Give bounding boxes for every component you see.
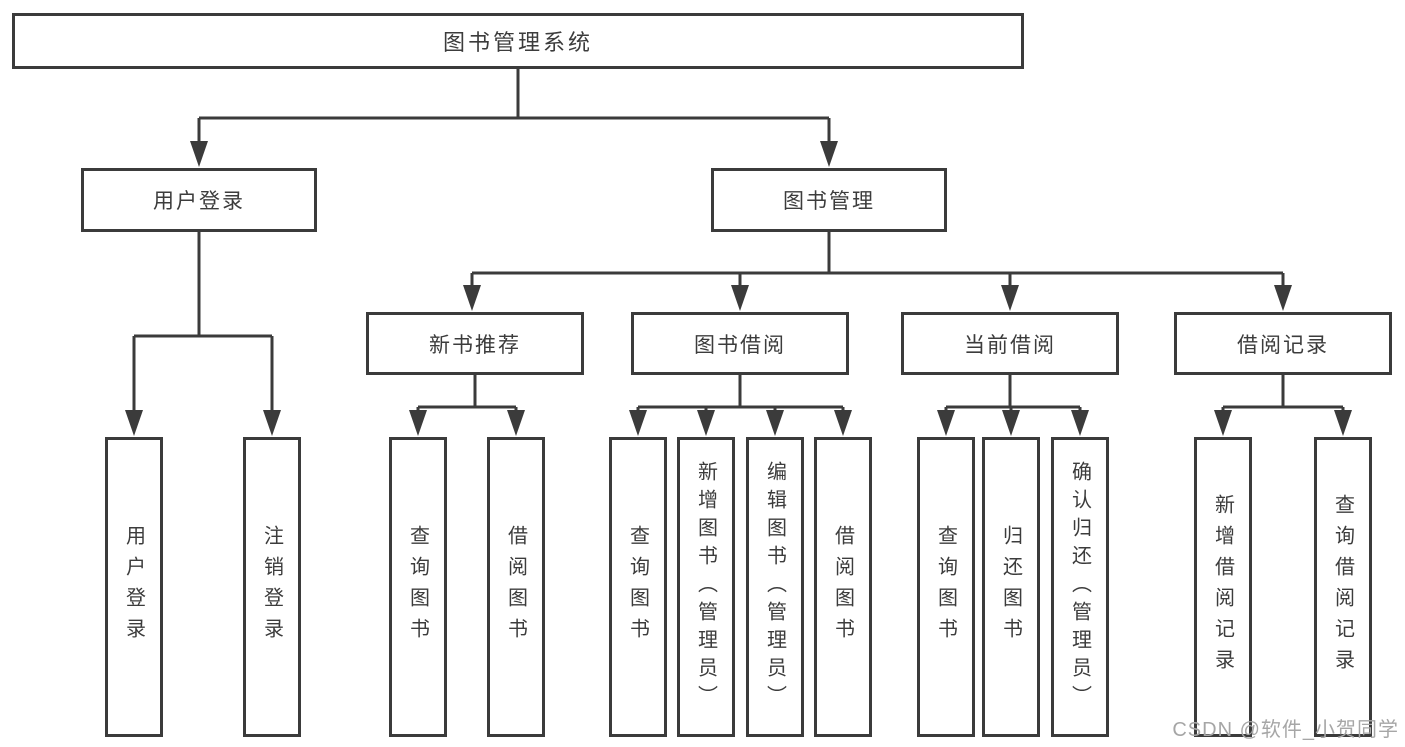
leaf-label: 归还图书: [999, 525, 1022, 649]
leaf-label: 编辑图书（管理员）: [763, 461, 786, 713]
node-new-book-recommend: 新书推荐: [366, 312, 584, 375]
node-label: 图书管理: [783, 190, 875, 213]
node-current-borrow: 当前借阅: [901, 312, 1119, 375]
leaf-add-book-admin: 新增图书（管理员）: [677, 437, 735, 737]
leaf-label: 注销登录: [260, 525, 283, 649]
leaf-label: 借阅图书: [831, 525, 854, 649]
node-book-management: 图书管理: [711, 168, 947, 232]
leaf-query-book-current: 查询图书: [917, 437, 975, 737]
leaf-label: 确认归还（管理员）: [1068, 461, 1091, 713]
node-system-root: 图书管理系统: [12, 13, 1024, 69]
leaf-edit-book-admin: 编辑图书（管理员）: [746, 437, 804, 737]
leaf-label: 借阅图书: [504, 525, 527, 649]
node-user-login: 用户登录: [81, 168, 317, 232]
leaf-query-book-newbook: 查询图书: [389, 437, 447, 737]
node-label: 新书推荐: [429, 333, 521, 357]
node-label: 图书管理系统: [442, 30, 593, 55]
leaf-label: 查询图书: [626, 525, 649, 649]
node-book-borrow: 图书借阅: [631, 312, 849, 375]
node-label: 当前借阅: [964, 333, 1056, 357]
leaf-label: 新增图书（管理员）: [694, 461, 717, 713]
leaf-borrow-book: 借阅图书: [814, 437, 872, 737]
leaf-confirm-return-admin: 确认归还（管理员）: [1051, 437, 1109, 737]
leaf-borrow-book-newbook: 借阅图书: [487, 437, 545, 737]
leaf-add-borrow-record: 新增借阅记录: [1194, 437, 1252, 737]
csdn-watermark: CSDN @软件_小贺同学: [1172, 719, 1399, 741]
node-label: 借阅记录: [1237, 333, 1329, 357]
leaf-label: 查询图书: [406, 525, 429, 649]
leaf-label: 新增借阅记录: [1211, 494, 1234, 680]
node-label: 图书借阅: [694, 333, 786, 357]
leaf-query-borrow-record: 查询借阅记录: [1314, 437, 1372, 737]
leaf-label: 查询图书: [934, 525, 957, 649]
node-borrow-record: 借阅记录: [1174, 312, 1392, 375]
leaf-label: 查询借阅记录: [1331, 494, 1354, 680]
leaf-return-book: 归还图书: [982, 437, 1040, 737]
leaf-logout: 注销登录: [243, 437, 301, 737]
leaf-query-book-borrowsect: 查询图书: [609, 437, 667, 737]
leaf-label: 用户登录: [122, 525, 145, 649]
node-label: 用户登录: [153, 190, 245, 213]
leaf-user-login: 用户登录: [105, 437, 163, 737]
